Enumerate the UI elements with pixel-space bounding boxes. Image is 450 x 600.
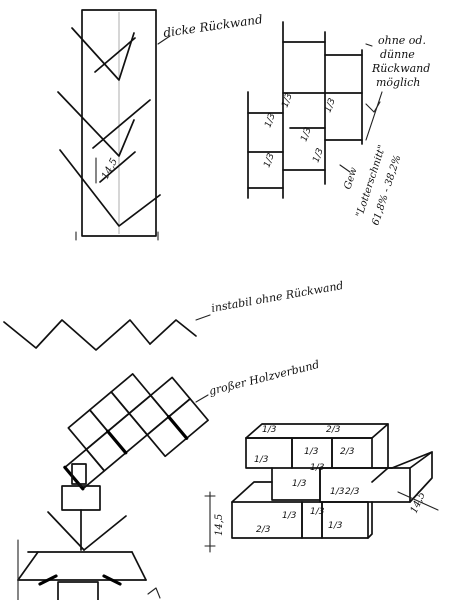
label-weight-1: Gew xyxy=(342,166,360,191)
label-thick-back: dicke Rückwand xyxy=(162,12,263,40)
figure-thick-edges xyxy=(38,574,122,586)
box-lower-top xyxy=(231,481,273,503)
figure-sketch xyxy=(17,463,161,600)
bond-thick-edge xyxy=(167,415,189,440)
fraction-label: 1/3 xyxy=(310,463,325,473)
fraction-label: 1/3 xyxy=(311,147,325,164)
label-thin-back-4: möglich xyxy=(376,76,420,89)
box-side xyxy=(409,451,433,503)
leader-large-bond xyxy=(195,394,209,403)
bond-cell xyxy=(110,373,152,415)
zigzag-end xyxy=(149,319,197,345)
bond-cell xyxy=(67,409,109,451)
label-large-bond: großer Holzverbund xyxy=(208,358,321,398)
arrow-icon xyxy=(365,101,381,113)
herringbone-rung-2 xyxy=(92,99,151,149)
figure-arm-right xyxy=(83,515,127,551)
fraction-label: 1/3 xyxy=(292,479,307,489)
bond-cell xyxy=(167,397,209,440)
wood-bond-label-group: großer Holzverbund xyxy=(195,358,321,403)
label-no-back: instabil ohne Rückwand xyxy=(210,279,344,315)
fraction-label: 2/3 xyxy=(345,487,360,497)
label-thin-back-1: ohne od. xyxy=(378,34,426,47)
fraction-label: 1/3 xyxy=(304,447,319,457)
bond-cell xyxy=(85,430,127,472)
label-thin-back-2: dünne xyxy=(380,48,415,61)
bond-cell xyxy=(149,376,191,418)
bond-cell xyxy=(88,391,131,433)
box-cell xyxy=(321,501,369,539)
fraction-label: 1/3 xyxy=(254,455,269,465)
herringbone-rung-3 xyxy=(99,151,136,183)
herringbone-rung-1 xyxy=(94,37,136,73)
fraction-label: 1/3 xyxy=(328,521,343,531)
leader-weight xyxy=(339,164,351,173)
leader-thin-back xyxy=(365,43,373,47)
box-top-corner xyxy=(371,423,389,439)
figure-arm-left xyxy=(47,511,85,551)
figure-legs xyxy=(17,551,147,581)
zigzag-line xyxy=(3,319,151,351)
herringbone-1 xyxy=(71,27,135,81)
fraction-label: 1/3 xyxy=(323,97,337,114)
box-bond-sketch: 1/3 2/3 1/3 1/3 2/3 1/3 1/3 1/3 2/3 1/3 … xyxy=(204,423,439,553)
bond-cell xyxy=(128,394,170,436)
fraction-label: 2/3 xyxy=(256,525,271,535)
bond-cell xyxy=(106,412,149,454)
fraction-label: 1/3 xyxy=(280,92,294,109)
fraction-label: 1/3 xyxy=(282,511,297,521)
fraction-label: 1/3 xyxy=(299,126,313,143)
dim-line-right xyxy=(397,491,439,511)
dim-label-shelf: 14,5 xyxy=(100,157,120,182)
fraction-label: 2/3 xyxy=(326,425,341,435)
figure-lower-box xyxy=(57,581,99,600)
leader-thick-back xyxy=(157,35,171,45)
leader-no-back xyxy=(195,314,211,321)
zigzag-sketch: instabil ohne Rückwand xyxy=(3,279,344,351)
fraction-label: 1/3 xyxy=(262,425,277,435)
fraction-label: 1/3 xyxy=(330,487,345,497)
wood-bond-sketch xyxy=(63,373,209,491)
figure-mark xyxy=(147,587,161,599)
box-side-top xyxy=(391,451,433,469)
box-lower-side xyxy=(367,501,373,539)
golden-ratio-line xyxy=(365,91,383,141)
fraction-label: 1/3 xyxy=(262,152,276,169)
box-cell xyxy=(245,437,293,469)
label-thin-back-3: Rückwand xyxy=(371,62,430,75)
tall-shelf-sketch: 14,5 dicke Rückwand xyxy=(57,9,264,241)
fraction-label: 1/3 xyxy=(263,112,277,129)
tall-shelf-frame xyxy=(81,9,157,237)
bond-cell xyxy=(64,448,106,490)
stepped-shelf-sketch: 1/3 1/3 1/3 1/3 1/3 1/3 ohne od. dünne R… xyxy=(247,21,430,227)
herringbone-3 xyxy=(59,149,161,227)
fraction-label: 2/3 xyxy=(340,447,355,457)
bond-cell xyxy=(146,415,188,458)
herringbone-2 xyxy=(57,91,135,157)
dim-label-left: 14,5 xyxy=(214,514,225,536)
dim-label-right: 14,5 xyxy=(409,490,428,515)
figure-body xyxy=(61,485,101,511)
bond-thick-edge xyxy=(106,429,128,455)
figure-head xyxy=(71,463,87,485)
fraction-label: 1/3 xyxy=(310,507,325,517)
